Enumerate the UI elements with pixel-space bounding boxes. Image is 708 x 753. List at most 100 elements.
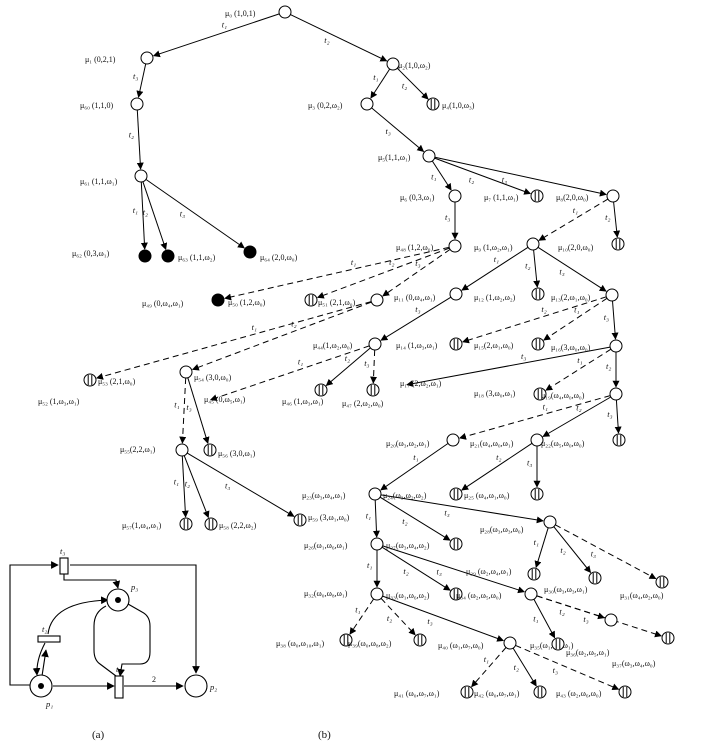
edge-transition-label: t₁ <box>543 402 548 412</box>
tree-edge-mu60-mu61 <box>136 109 144 170</box>
tree-edge-mu32-mu39 <box>380 598 416 636</box>
node-label: μ₅₅(2,2,ω₁) <box>120 445 156 454</box>
node-label: μ₅₂ (1,ω₃,ω₁) <box>38 397 80 406</box>
tree-edge-mu28-mu30 <box>553 526 592 574</box>
tree-node-mu37: μ₃₇(ω₃,ω₄,ω₀) <box>612 631 675 668</box>
node-label: μ₃₇(ω₃,ω₄,ω₀) <box>612 659 656 668</box>
marking-icon <box>449 487 463 501</box>
tree-node-mu55: μ₅₅(2,2,ω₁) <box>120 443 189 457</box>
arc-t2-p3 <box>47 596 109 635</box>
node-label: μ₄₀ (ω₁,ω₇,ω₀) <box>438 641 484 650</box>
edge-transition-label: t₂ <box>576 402 581 412</box>
tree-edge-mu34-mu37 <box>536 595 662 638</box>
edge-transition-label: t₂ <box>606 361 611 371</box>
edge-transition-label: t₂ <box>129 130 134 140</box>
marking-icon <box>204 517 218 531</box>
tree-node-mu0: μ₀ (1,0,1) <box>225 5 292 19</box>
marking-icon <box>531 287 545 301</box>
tree-node-mu2: μ₂(1,0,ω₂) <box>386 57 431 71</box>
node-label: μ₀ (1,0,1) <box>225 9 256 18</box>
edge-transition-label: t₂ <box>605 212 610 222</box>
node-label: μ₁ (0,2,1) <box>85 55 116 64</box>
tree-node-mu56: μ₅₆ (3,0,ω₁) <box>203 443 256 458</box>
marking-icon <box>140 51 154 65</box>
node-label: μ₂₅ (ω₄,ω₁,ω₀) <box>464 491 510 500</box>
tree-node-mu22: μ₂₂(ω₅,ω₀,ω₀) <box>541 433 626 448</box>
arc-t2-p1 <box>32 642 46 676</box>
tree-node-mu57: μ₅₇(1,ω₄,ω₁) <box>122 517 193 531</box>
marking-icon <box>368 337 382 351</box>
label-t3: t₃ <box>60 546 65 556</box>
edge-transition-label: t₃ <box>521 351 526 361</box>
caption-a: (a) <box>92 729 105 741</box>
edge-transition-label: t₃ <box>427 616 432 626</box>
marking-icon <box>551 637 565 651</box>
edge-transition-label: t₃ <box>583 614 588 624</box>
node-label: μ₃₉(ω₀,ω₈,ω₂) <box>348 639 392 648</box>
tree-node-mu19: μ₁₉(ω₄,ω₀,ω₀) <box>541 387 623 401</box>
marking-icon <box>527 567 541 581</box>
tree-edge-mu26-mu34 <box>382 545 525 594</box>
marking-icon <box>370 293 384 307</box>
marking-icon <box>314 383 328 397</box>
tree-node-mu21: μ₂₁(ω₄,ω₀,ω₁) <box>470 433 544 448</box>
tree-edge-mu19-mu21 <box>542 396 612 437</box>
tree-node-mu51: μ₅₁ (2,1,ω₀) <box>318 293 384 307</box>
marking-icon <box>370 537 384 551</box>
tree-edge-mu34-mu36 <box>533 599 556 639</box>
node-label: μ₁₉(ω₄,ω₀,ω₀) <box>541 391 585 400</box>
tree-node-mu14: μ₁₄ (1,ω₃,ω₁) <box>396 337 463 351</box>
label-t2: t₂ <box>42 624 47 634</box>
node-label: μ₆₁ (1,1,ω₁) <box>80 177 118 186</box>
place-p2 <box>184 674 208 698</box>
tree-edge-mu54-mu55 <box>179 377 187 444</box>
tree-edge-mu8-mu10 <box>613 201 621 238</box>
tree-edge-mu23-mu26 <box>372 499 380 538</box>
tree-node-mu3: μ₃ (0,2,ω₂) <box>308 97 374 111</box>
marking-icon <box>530 433 544 447</box>
edge-transition-label: t₃ <box>437 567 442 577</box>
node-label: μ₆₂ (0,3,ω₁) <box>72 249 110 258</box>
node-label: μ₄₂ (ω₀,ω₇,ω₁) <box>474 689 520 698</box>
marking-icon <box>612 433 626 447</box>
tree-node-mu38: μ₃₈ (ω₀,ω₁₀,ω₁) <box>276 633 353 648</box>
tree-edge-mu5-mu7 <box>434 157 532 195</box>
node-label: μ₄₁ (ω₀,ω₇,ω₁) <box>394 689 440 698</box>
tree-node-mu12: μ₁₂ (1,ω₂,ω₂) <box>474 287 545 302</box>
tree-edge-mu23-mu27 <box>379 496 451 541</box>
tree-node-mu7: μ₇ (1,1,ω₁) <box>484 189 544 203</box>
dead-marking-icon <box>161 249 175 263</box>
tree-node-mu34: μ₃₄ (ω₂,ω₅,ω₀) <box>456 587 538 601</box>
arc-p3-t1 <box>117 603 151 677</box>
node-label: μ₂₁(ω₄,ω₀,ω₁) <box>470 439 514 448</box>
edge-transition-label: t₁ <box>174 477 179 487</box>
marking-icon <box>618 685 632 699</box>
tree-node-mu23: μ₂₃(ω₃,ω₄,ω₁) <box>302 487 382 501</box>
edge-transition-label: t₂ <box>560 545 565 555</box>
tree-node-mu1: μ₁ (0,2,1) <box>85 51 154 65</box>
edge-transition-label: t₁ <box>252 322 257 332</box>
edge-transition-label: t₂ <box>143 207 148 217</box>
node-label: μ₁₆(3,ω₀,ω₀) <box>551 343 591 352</box>
tree-node-mu11: μ₁₁ (0,ω₄,ω₁) <box>394 287 463 302</box>
node-label: μ₄₇ (2,ω₂,ω₀) <box>342 399 384 408</box>
tree-node-mu53: μ₅₃ (2,1,ω₀) <box>83 373 136 387</box>
marking-icon <box>293 513 307 527</box>
tree-node-mu13: μ₁₃(2,ω₁,ω₀) <box>551 288 619 302</box>
node-label: μ₄₈ (1,2,ω₀) <box>396 243 434 252</box>
label-p2: p₂ <box>209 682 217 692</box>
node-label: μ₁₅(2,ω₁,ω₀) <box>474 341 514 350</box>
node-label: μ₅₉ (3,ω₁,ω₀) <box>308 513 350 522</box>
edge-transition-label: t₂ <box>324 35 329 45</box>
tree-edge-mu44-mu45 <box>209 345 370 402</box>
tree-edge-mu5-mu8 <box>434 156 607 197</box>
tree-edge-mu9-mu13 <box>537 246 607 292</box>
marking-icon <box>448 239 462 253</box>
node-label: μ₇ (1,1,ω₁) <box>484 193 519 202</box>
marking-icon <box>611 237 625 251</box>
tree-node-mu15: μ₁₅(2,ω₁,ω₀) <box>474 337 545 351</box>
tree-node-mu33: μ₃₃(ω₁,ω₆,ω₂) <box>386 587 463 601</box>
edge-transition-label: t₁ <box>373 72 378 82</box>
arc-t3-p3 <box>63 572 121 589</box>
edge-transition-label: t₃ <box>591 548 596 558</box>
